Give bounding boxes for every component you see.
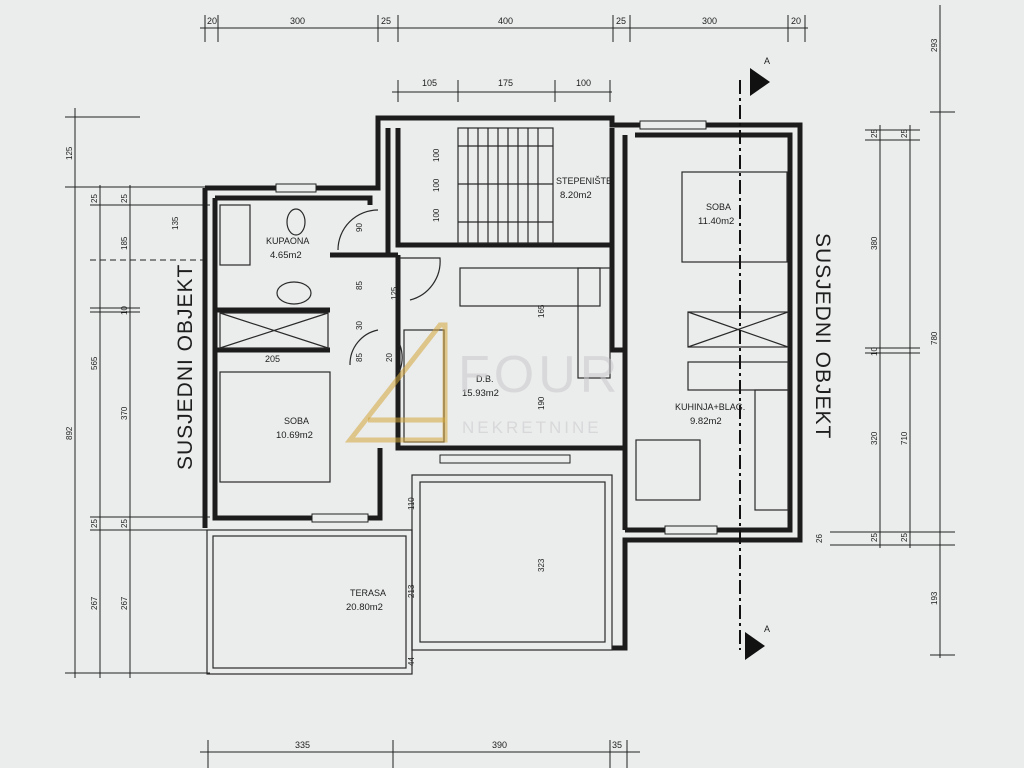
dim-int-125: 125	[390, 286, 399, 300]
dim-top-4: 400	[498, 16, 513, 26]
dim-left-135: 135	[171, 216, 180, 230]
dim-int-165: 165	[537, 304, 546, 318]
neighbor-left-label: SUSJEDNI OBJEKT	[174, 264, 197, 470]
dim-left-25a: 25	[90, 194, 99, 203]
terrace-outline	[206, 474, 613, 675]
bathroom-fixtures	[219, 204, 312, 305]
dim-stairs-3: 100	[576, 78, 591, 88]
label-living-area: 15.93m2	[462, 388, 499, 399]
dim-right-25d: 25	[900, 533, 909, 542]
label-bedroom-right-area: 11.40m2	[698, 216, 734, 227]
label-bedroom-left-name: SOBA	[284, 416, 309, 426]
label-kitchen-name: KUHINJA+BLAG.	[675, 402, 745, 412]
dim-int-205: 205	[265, 354, 280, 364]
dim-right-380: 380	[870, 236, 879, 250]
label-terrace-name: TERASA	[350, 588, 386, 598]
dim-left-25d: 25	[120, 519, 129, 528]
dim-int-85a: 85	[355, 281, 364, 290]
dim-left-267a: 267	[90, 596, 99, 610]
top-dimension-chain: 20 300 25 400 25 300 20	[200, 15, 808, 42]
neighbor-right-label: SUSJEDNI OBJEKT	[811, 233, 834, 439]
label-living-name: D.B.	[476, 374, 494, 384]
label-kitchen-area: 9.82m2	[690, 416, 722, 427]
dim-int-90: 90	[355, 223, 364, 232]
label-terrace-area: 20.80m2	[346, 602, 383, 613]
dim-right-710: 710	[900, 431, 909, 445]
dim-int-100b: 100	[432, 178, 441, 192]
dim-int-100a: 100	[432, 148, 441, 162]
dim-stairs-2: 175	[498, 78, 513, 88]
dim-top-3: 25	[381, 16, 391, 26]
room-labels: STEPENIŠTE 8.20m2 KUPAONA 4.65m2 SOBA 11…	[266, 176, 745, 613]
dim-int-110: 110	[407, 497, 416, 510]
bottom-dimension-chain: 335 390 35	[200, 740, 640, 768]
dim-int-323: 323	[537, 558, 546, 572]
watermark: FOUR NEKRETNINE	[344, 322, 621, 443]
dim-right-780: 780	[930, 331, 939, 345]
dim-bottom-1: 335	[295, 740, 310, 750]
staircase	[457, 127, 554, 244]
dim-int-100c: 100	[432, 208, 441, 222]
dim-int-30: 30	[355, 321, 364, 330]
right-dimension-chains: 293 780 193 25 380 10 710 25 25 320 25	[830, 5, 955, 658]
dim-int-213: 213	[407, 584, 416, 598]
dim-left-892: 892	[65, 426, 74, 440]
dim-left-25b: 25	[90, 519, 99, 528]
dim-left-10: 10	[120, 306, 129, 315]
label-stairs-area: 8.20m2	[560, 190, 592, 201]
label-bedroom-left-area: 10.69m2	[276, 430, 313, 441]
wardrobes	[219, 311, 789, 349]
dim-right-25a: 25	[870, 129, 879, 138]
windows	[275, 120, 718, 535]
dim-top-5: 25	[616, 16, 626, 26]
dim-int-26: 26	[815, 534, 824, 543]
dim-right-320: 320	[870, 431, 879, 445]
dim-left-125: 125	[65, 146, 74, 160]
stairs-dimension-chain: 105 175 100	[392, 78, 612, 102]
doors	[337, 209, 441, 371]
dim-int-190: 190	[537, 396, 546, 410]
dim-right-193: 193	[930, 591, 939, 605]
dim-top-2: 300	[290, 16, 305, 26]
dim-top-6: 300	[702, 16, 717, 26]
interior-dimensions: 100 100 100 90 85 85 125 165 190 205 30 …	[265, 148, 824, 666]
section-marker-top: A	[764, 56, 770, 66]
section-marker-bottom: A	[764, 624, 770, 634]
dim-right-293: 293	[930, 38, 939, 52]
dim-int-20: 20	[385, 353, 394, 362]
dim-left-370: 370	[120, 406, 129, 420]
watermark-brand: FOUR	[458, 346, 621, 404]
beds	[219, 171, 788, 483]
dim-right-25c: 25	[870, 533, 879, 542]
left-dimension-chains: 125 892 25 565 25 267 25 135 185 10 370 …	[65, 108, 210, 678]
dim-left-565: 565	[90, 356, 99, 370]
dim-left-25c: 25	[120, 194, 129, 203]
dim-left-267b: 267	[120, 596, 129, 610]
label-bath-name: KUPAONA	[266, 236, 309, 246]
dim-stairs-1: 105	[422, 78, 437, 88]
dim-top-1: 20	[207, 16, 217, 26]
dim-left-185: 185	[120, 236, 129, 250]
dim-bottom-2: 390	[492, 740, 507, 750]
label-bedroom-right-name: SOBA	[706, 202, 731, 212]
section-line-a: A A	[739, 56, 770, 660]
dim-int-44: 44	[407, 657, 416, 666]
dim-right-10: 10	[870, 347, 879, 356]
watermark-sub: NEKRETNINE	[462, 418, 602, 437]
dim-top-7: 20	[791, 16, 801, 26]
label-bath-area: 4.65m2	[270, 250, 302, 261]
dim-right-25b: 25	[900, 129, 909, 138]
label-stairs-name: STEPENIŠTE	[556, 176, 612, 186]
dim-int-85b: 85	[355, 353, 364, 362]
watermark-logo-icon	[344, 322, 448, 443]
dim-bottom-3: 35	[612, 740, 622, 750]
